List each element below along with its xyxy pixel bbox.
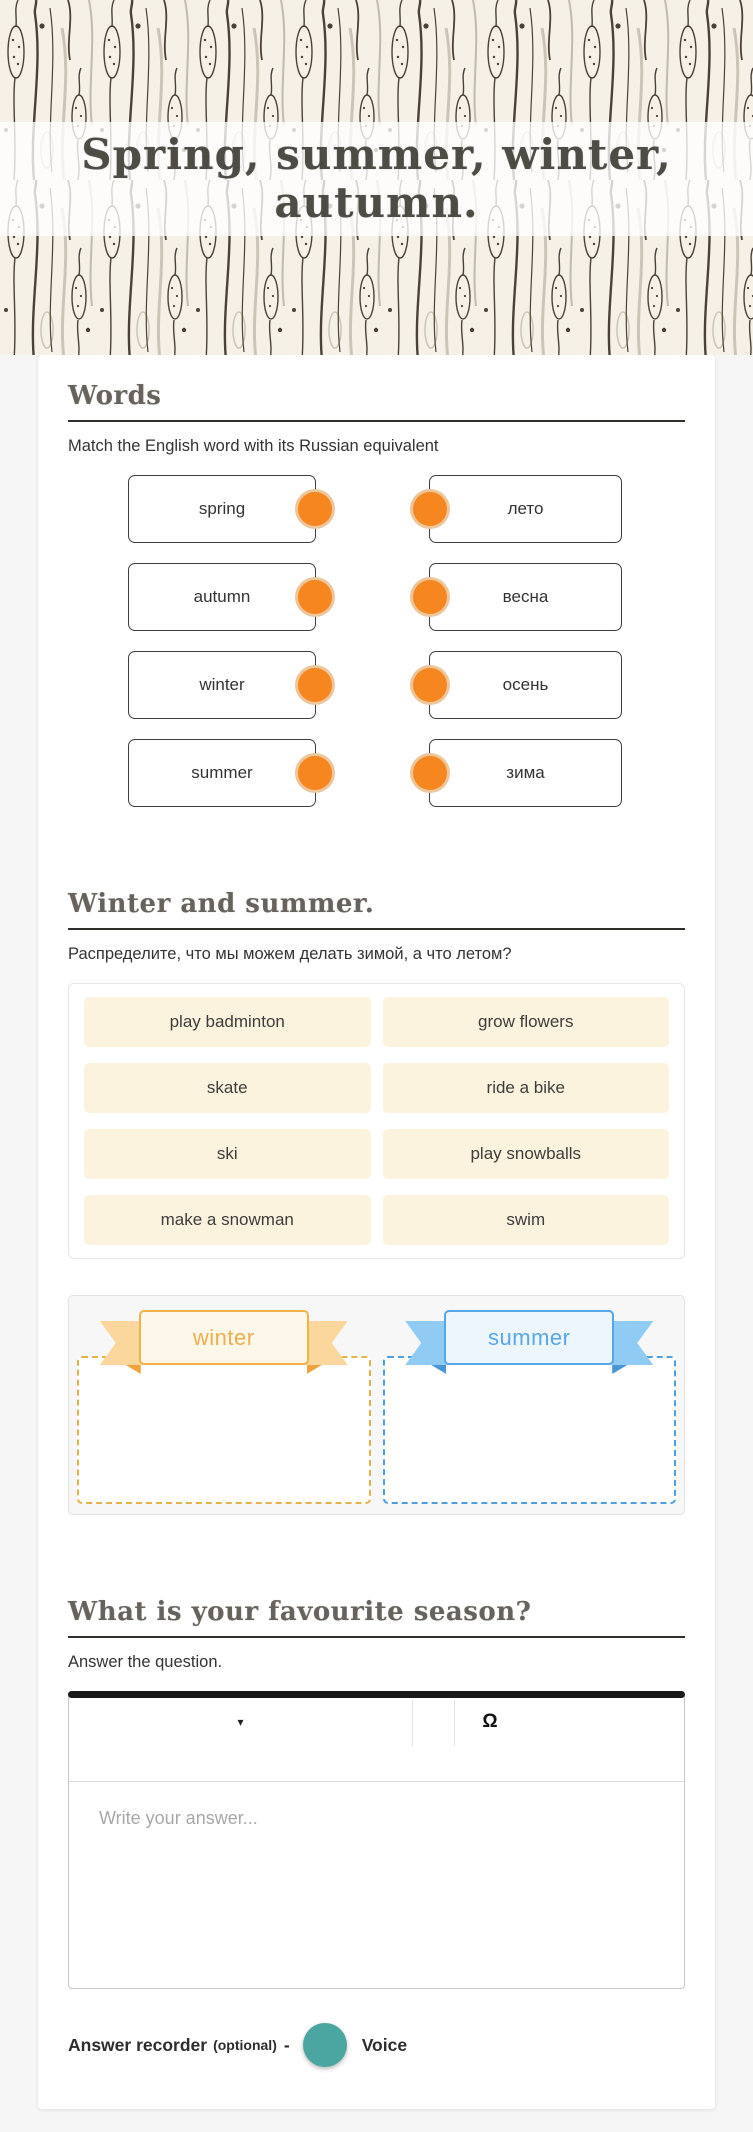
drag-tile[interactable]: make a snowman xyxy=(84,1195,371,1245)
match-word-box-russian[interactable]: весна xyxy=(410,563,622,631)
match-word-box-english[interactable]: winter xyxy=(128,651,335,719)
match-word-box-russian[interactable]: осень xyxy=(410,651,622,719)
words-instruction: Match the English word with its Russian … xyxy=(68,437,439,455)
sort-bins: winter summer xyxy=(68,1295,685,1515)
drag-tile[interactable]: skate xyxy=(84,1063,371,1113)
chevron-down-icon: ▾ xyxy=(237,1715,244,1729)
match-grid: spring лето autumn весна xyxy=(68,475,685,807)
summer-dropzone[interactable] xyxy=(382,1356,676,1504)
recorder-optional-note: (optional) xyxy=(213,2037,277,2053)
worksheet-title-line1: Spring, summer, winter, xyxy=(81,129,672,179)
ribbon-fold-icon xyxy=(125,1365,141,1374)
match-word-label: осень xyxy=(502,675,549,694)
drag-tile[interactable]: ride a bike xyxy=(382,1063,669,1113)
toolbar-divider xyxy=(412,1700,413,1746)
heading-divider xyxy=(68,928,685,930)
summer-ribbon: summer xyxy=(405,1310,653,1374)
match-handle[interactable] xyxy=(295,665,335,705)
drag-tile[interactable]: play snowballs xyxy=(382,1129,669,1179)
toolbar-divider xyxy=(454,1700,455,1746)
section-sorting: Winter and summer. Распределите, что мы … xyxy=(68,889,685,1515)
winter-bin-label: winter xyxy=(138,1310,309,1365)
match-word-box-russian[interactable]: зима xyxy=(410,739,622,807)
word-bank: play badminton grow flowers skate ride a… xyxy=(68,983,685,1259)
voice-record-button[interactable] xyxy=(302,2023,347,2067)
winter-bin: winter xyxy=(77,1308,371,1504)
match-handle[interactable] xyxy=(410,753,450,793)
match-word-box-english[interactable]: autumn xyxy=(128,563,335,631)
sorting-section-heading: Winter and summer. xyxy=(68,889,375,919)
match-word-label: summer xyxy=(191,763,253,782)
format-dropdown[interactable]: ▾ xyxy=(69,1698,412,1746)
section-question: What is your favourite season? Answer th… xyxy=(68,1597,685,2067)
ribbon-fold-icon xyxy=(431,1365,447,1374)
words-section-heading: Words xyxy=(68,381,162,411)
worksheet-header: Spring, summer, winter, autumn. xyxy=(0,0,753,355)
sorting-instruction: Распределите, что мы можем делать зимой,… xyxy=(68,945,512,963)
ribbon-fold-icon xyxy=(612,1365,628,1374)
heading-divider xyxy=(68,420,685,422)
summer-bin: summer xyxy=(382,1308,676,1504)
drag-tile[interactable]: grow flowers xyxy=(382,997,669,1047)
omega-icon: Ω xyxy=(482,1711,498,1732)
match-word-label: лето xyxy=(507,499,544,518)
match-row: summer зима xyxy=(68,739,685,807)
winter-dropzone[interactable] xyxy=(77,1356,371,1504)
voice-label: Voice xyxy=(361,2034,408,2055)
editor-top-bar xyxy=(68,1691,685,1698)
match-handle[interactable] xyxy=(410,665,450,705)
answer-recorder: Answer recorder (optional) - Voice xyxy=(68,2023,685,2067)
match-word-label: spring xyxy=(198,499,246,518)
special-character-button[interactable]: Ω xyxy=(465,1698,515,1746)
summer-bin-label: summer xyxy=(444,1310,615,1365)
recorder-label: Answer recorder xyxy=(68,2034,208,2055)
match-word-box-english[interactable]: spring xyxy=(128,475,335,543)
match-word-box-english[interactable]: summer xyxy=(128,739,335,807)
match-row: spring лето xyxy=(68,475,685,543)
match-handle[interactable] xyxy=(410,577,450,617)
question-instruction: Answer the question. xyxy=(68,1653,223,1671)
match-word-label: зима xyxy=(506,763,545,782)
worksheet-title: Spring, summer, winter, autumn. xyxy=(0,129,753,228)
section-words: Words Match the English word with its Ru… xyxy=(68,381,685,807)
match-handle[interactable] xyxy=(295,577,335,617)
rich-text-editor: ▾ Ω xyxy=(68,1691,685,1989)
match-row: autumn весна xyxy=(68,563,685,631)
match-handle[interactable] xyxy=(295,753,335,793)
match-word-label: весна xyxy=(502,587,549,606)
winter-ribbon: winter xyxy=(99,1310,348,1374)
answer-textarea[interactable] xyxy=(69,1782,684,1988)
drag-tile[interactable]: swim xyxy=(382,1195,669,1245)
editor-toolbar: ▾ Ω xyxy=(69,1698,684,1782)
recorder-separator: - xyxy=(283,2034,290,2055)
worksheet-card: Words Match the English word with its Ru… xyxy=(38,355,715,2109)
heading-divider xyxy=(68,1636,685,1638)
drag-tile[interactable]: play badminton xyxy=(84,997,371,1047)
match-row: winter осень xyxy=(68,651,685,719)
ribbon-fold-icon xyxy=(306,1365,322,1374)
match-handle[interactable] xyxy=(295,489,335,529)
question-section-heading: What is your favourite season? xyxy=(68,1597,532,1627)
title-banner: Spring, summer, winter, autumn. xyxy=(0,122,753,236)
worksheet-title-line2: autumn. xyxy=(274,178,479,227)
match-word-box-russian[interactable]: лето xyxy=(410,475,622,543)
drag-tile[interactable]: ski xyxy=(84,1129,371,1179)
match-word-label: autumn xyxy=(193,587,251,606)
match-handle[interactable] xyxy=(410,489,450,529)
match-word-label: winter xyxy=(199,675,245,694)
